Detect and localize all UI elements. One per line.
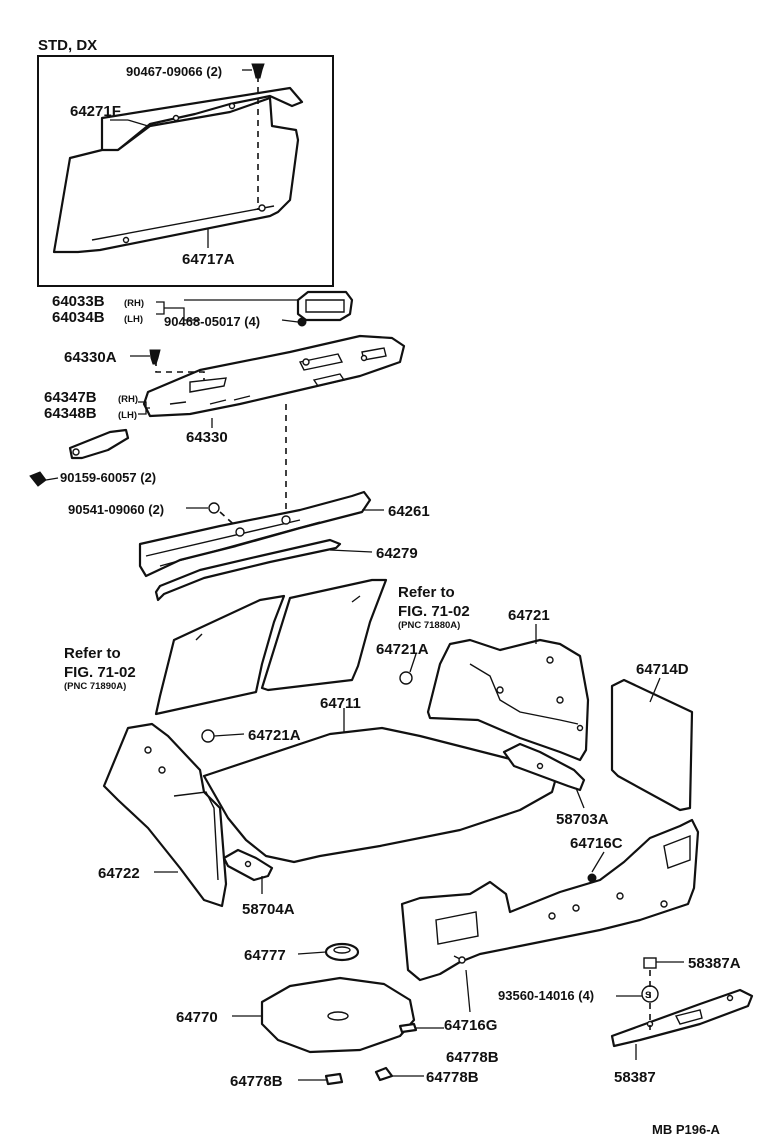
part-seatback-left — [154, 594, 286, 716]
label-64033B: 64033B — [52, 293, 105, 310]
clip-90541-09060 — [208, 502, 220, 514]
part-58704A — [222, 848, 274, 882]
label-58387A: 58387A — [688, 955, 741, 972]
label-64777: 64777 — [244, 947, 286, 964]
label-64778B-1: 64778B — [446, 1049, 499, 1066]
part-58703A — [502, 742, 586, 792]
label-64716C: 64716C — [570, 835, 623, 852]
svg-text:S: S — [645, 990, 651, 1001]
label-64347B-side: (RH) — [118, 394, 138, 405]
label-64721A-left: 64721A — [248, 727, 301, 744]
refer-right-line1: Refer to — [398, 584, 455, 601]
leader-lines — [45, 69, 684, 1081]
part-64261-back-panel — [138, 490, 372, 578]
label-64717A: 64717A — [182, 251, 235, 268]
part-seatback-right — [260, 578, 388, 692]
label-64330: 64330 — [186, 429, 228, 446]
label-64330A: 64330A — [64, 349, 117, 366]
part-64777-cap — [324, 942, 360, 962]
label-58704A: 58704A — [242, 901, 295, 918]
label-64778B-3: 64778B — [426, 1069, 479, 1086]
part-64279-weatherstrip — [154, 538, 342, 602]
label-64034B-side: (LH) — [124, 314, 143, 325]
part-64271F — [52, 86, 304, 254]
refer-left-pnc: (PNC 71890A) — [64, 681, 126, 692]
label-64348B: 64348B — [44, 405, 97, 422]
part-64778B-pad-2 — [324, 1072, 344, 1086]
label-64716G: 64716G — [444, 1017, 497, 1034]
label-58703A: 58703A — [556, 811, 609, 828]
label-64770: 64770 — [176, 1009, 218, 1026]
label-64279: 64279 — [376, 545, 418, 562]
label-93560-14016: 93560-14016 (4) — [498, 988, 594, 1003]
label-64261: 64261 — [388, 503, 430, 520]
clip-64330A — [149, 349, 161, 365]
refer-right-pnc: (PNC 71880A) — [398, 620, 460, 631]
label-64034B: 64034B — [52, 309, 105, 326]
part-64330-package-tray — [142, 334, 406, 418]
label-64722: 64722 — [98, 865, 140, 882]
part-64778B-pad-1 — [398, 1022, 418, 1034]
clip-64721A-right — [399, 671, 413, 685]
clip-64716C — [587, 873, 597, 883]
clip-90467-09066 — [251, 63, 265, 79]
std-dx-inset-frame — [37, 55, 334, 287]
label-64778B-2: 64778B — [230, 1073, 283, 1090]
clip-64721A-left — [201, 729, 215, 743]
part-64721-right-trim — [426, 638, 590, 762]
label-90541-09060: 90541-09060 (2) — [68, 502, 164, 517]
part-64778B-pad-3 — [374, 1066, 394, 1082]
label-64721A-right: 64721A — [376, 641, 429, 658]
variant-label: STD, DX — [38, 37, 97, 54]
label-64348B-side: (LH) — [118, 410, 137, 421]
figure-code: MB P196-A — [652, 1122, 721, 1137]
part-64033B-cover — [296, 290, 354, 322]
label-64271F: 64271F — [70, 103, 121, 120]
label-90467-09066: 90467-09066 (2) — [126, 64, 222, 79]
label-58387: 58387 — [614, 1069, 656, 1086]
label-90468-05017: 90468-05017 (4) — [164, 314, 260, 329]
refer-left-line1: Refer to — [64, 645, 121, 662]
label-64033B-side: (RH) — [124, 298, 144, 309]
label-90159-60057: 90159-60057 (2) — [60, 470, 156, 485]
label-64714D: 64714D — [636, 661, 689, 678]
part-58387A — [643, 957, 657, 969]
part-64722-left-trim — [102, 722, 228, 908]
part-58387-plate — [610, 988, 754, 1048]
refer-right-fig: FIG. 71-02 — [398, 603, 470, 620]
label-64347B: 64347B — [44, 389, 97, 406]
refer-left-fig: FIG. 71-02 — [64, 664, 136, 681]
part-64716G-rear-trim — [400, 818, 700, 982]
clip-90159-60057 — [29, 471, 47, 487]
part-64714D-board — [610, 678, 694, 812]
label-64711: 64711 — [320, 695, 361, 712]
part-64711-floor-mat — [202, 726, 558, 864]
part-64770-spare-cover — [260, 976, 416, 1054]
clip-90468-05017 — [297, 317, 307, 327]
label-64721: 64721 — [508, 607, 550, 624]
part-64347B-bracket — [68, 428, 130, 460]
